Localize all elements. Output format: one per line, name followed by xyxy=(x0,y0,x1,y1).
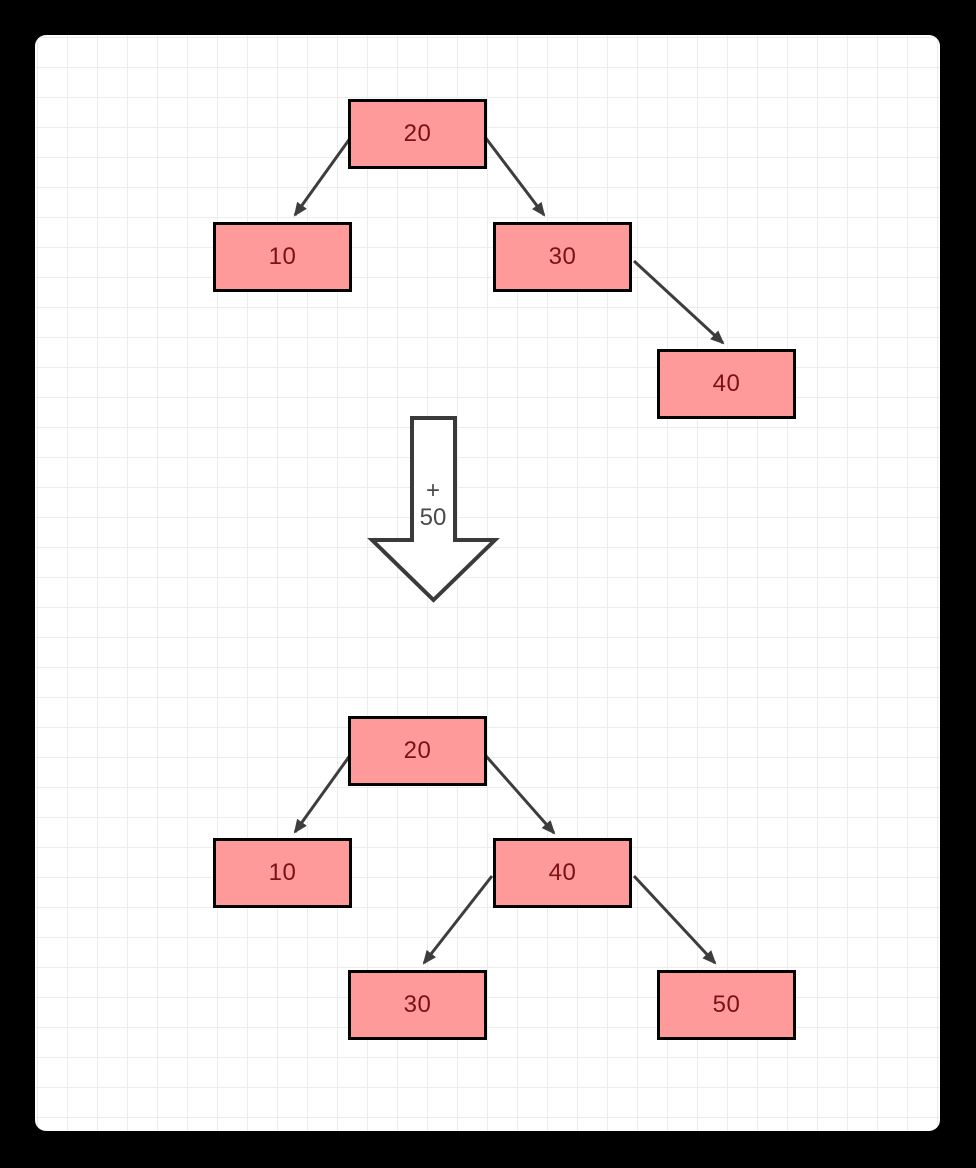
diagram-canvas: 20 10 30 40 + 50 20 10 40 30 50 xyxy=(35,35,940,1131)
edge-after-40-50 xyxy=(632,874,717,965)
edges-layer xyxy=(293,136,725,965)
edge-before-30-40 xyxy=(632,259,725,345)
edge-before-20-10 xyxy=(293,136,353,217)
insert-operation-label: + 50 xyxy=(403,477,463,531)
edge-after-20-10 xyxy=(293,753,353,834)
insert-plus-sign: + xyxy=(425,477,440,504)
tree-node-before-10: 10 xyxy=(213,222,352,292)
tree-node-after-10: 10 xyxy=(213,838,352,908)
tree-node-after-20: 20 xyxy=(348,716,487,786)
insert-down-arrow-icon xyxy=(367,416,500,603)
edge-after-40-30 xyxy=(422,875,494,965)
insert-value: 50 xyxy=(419,504,447,531)
tree-node-after-30: 30 xyxy=(348,970,487,1040)
edge-after-20-40 xyxy=(484,755,556,835)
edge-before-20-30 xyxy=(483,136,546,217)
tree-node-after-40: 40 xyxy=(493,838,632,908)
tree-node-before-40: 40 xyxy=(657,349,796,419)
tree-node-before-30: 30 xyxy=(493,222,632,292)
tree-node-after-50: 50 xyxy=(657,970,796,1040)
tree-node-before-20: 20 xyxy=(348,99,487,169)
